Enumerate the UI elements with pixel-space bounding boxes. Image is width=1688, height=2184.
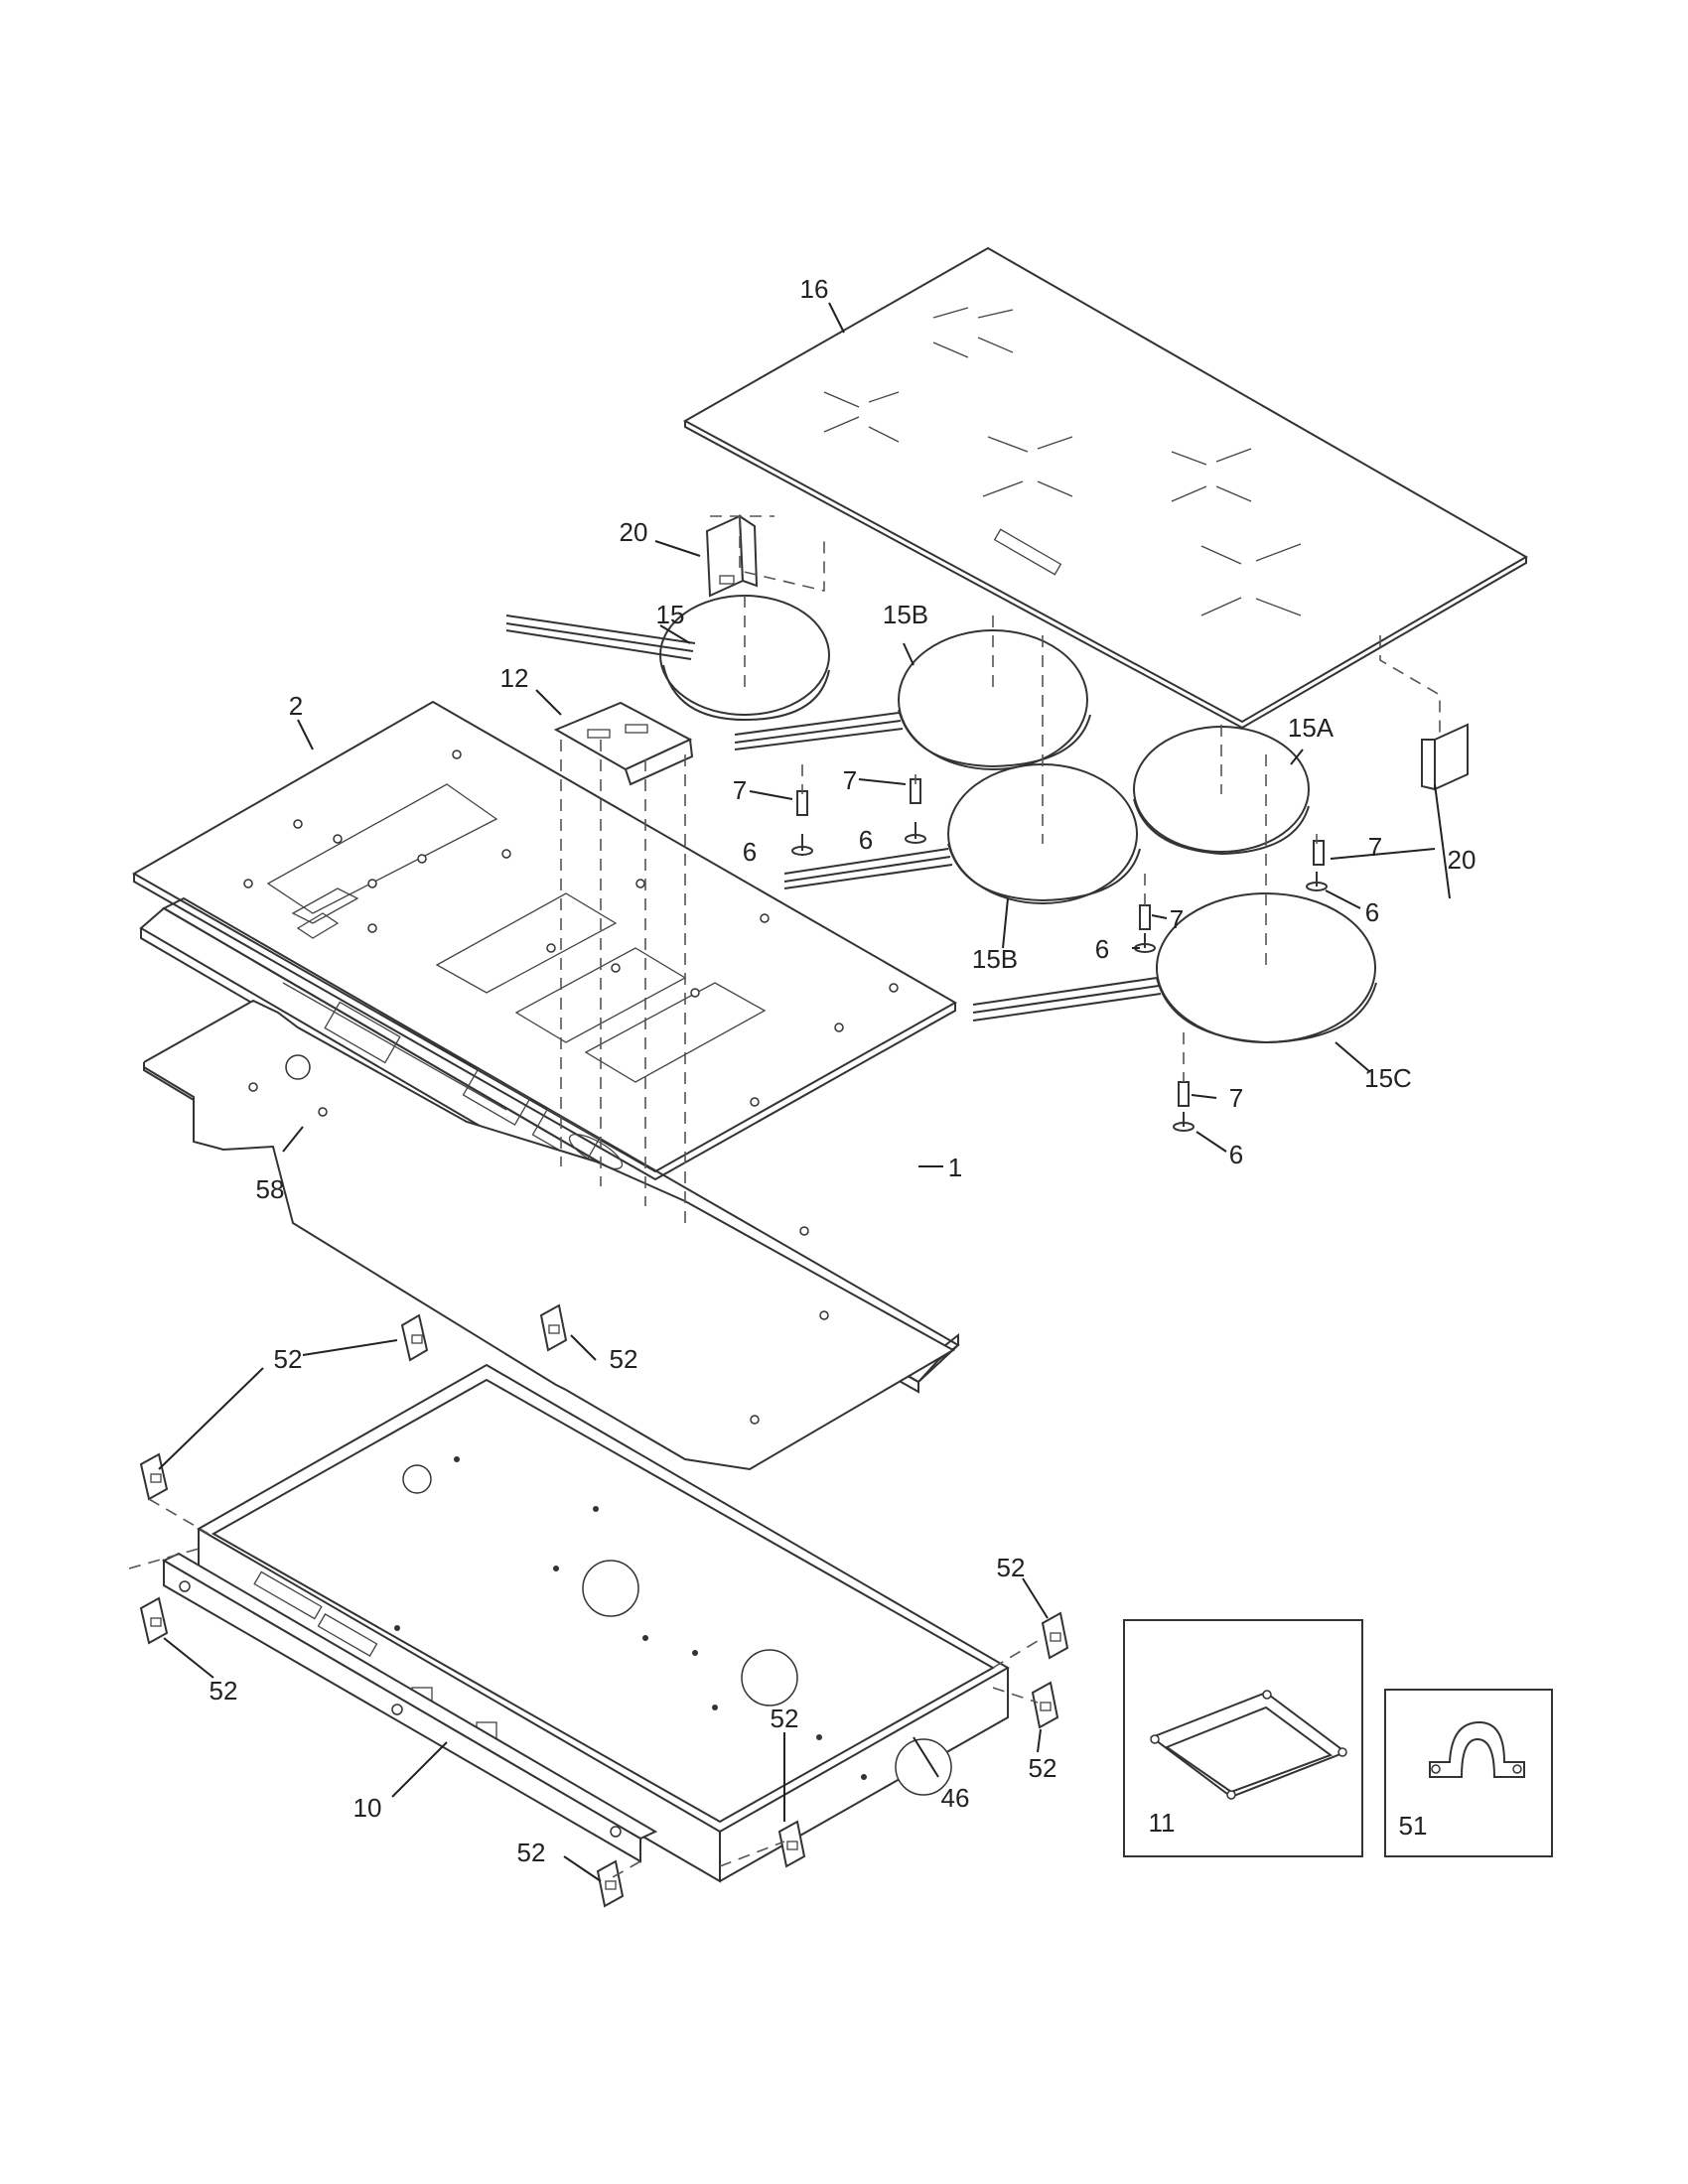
callout-46: 46 — [941, 1783, 970, 1813]
callout-52-e: 52 — [1029, 1753, 1057, 1783]
callout-15: 15 — [656, 600, 685, 629]
callout-15b-top: 15B — [883, 600, 928, 629]
clip-part[interactable] — [139, 1596, 169, 1645]
bottom-insulation-part[interactable] — [143, 999, 956, 1471]
callout-7c: 7 — [1368, 832, 1382, 862]
clips-52 — [139, 1303, 1069, 1908]
inset-part-11[interactable] — [1123, 1619, 1363, 1857]
screw-part[interactable] — [905, 822, 926, 844]
callout-6a: 6 — [743, 837, 757, 867]
callout-7e: 7 — [1229, 1083, 1243, 1113]
spring-part[interactable] — [1313, 840, 1325, 866]
bracket-left-part[interactable] — [705, 514, 759, 598]
callout-6c: 6 — [1365, 897, 1379, 927]
callout-6b: 6 — [859, 825, 873, 855]
callout-20-right: 20 — [1448, 845, 1477, 875]
inset-part-51[interactable] — [1384, 1689, 1553, 1857]
callout-11: 11 — [1149, 1808, 1176, 1838]
assembly-guide-lines — [128, 515, 1441, 1882]
callout-52-d: 52 — [210, 1676, 238, 1706]
clip-part[interactable] — [1041, 1611, 1069, 1660]
clip-part[interactable] — [777, 1820, 806, 1868]
clip-part[interactable] — [1031, 1681, 1059, 1729]
spring-part[interactable] — [796, 790, 808, 816]
bracket-right-part[interactable] — [1421, 723, 1469, 791]
callout-7d: 7 — [1170, 904, 1184, 934]
induction-coil-15b-bottom-part[interactable] — [783, 763, 1141, 904]
callout-15b-bottom: 15B — [972, 944, 1018, 974]
callout-51: 51 — [1399, 1811, 1428, 1841]
clip-part[interactable] — [596, 1859, 625, 1908]
callout-10: 10 — [353, 1793, 382, 1823]
callout-6d: 6 — [1095, 934, 1109, 964]
bracket-12-part[interactable] — [553, 701, 694, 786]
springs-and-screws — [791, 778, 1328, 1132]
screw-part[interactable] — [1134, 933, 1156, 953]
spring-part[interactable] — [1178, 1081, 1190, 1107]
callout-16: 16 — [800, 274, 829, 304]
callout-52-a: 52 — [274, 1344, 303, 1374]
callout-labels: 16 20 15 15B 2 12 15A 7 7 6 6 7 20 6 7 6… — [210, 274, 1477, 1867]
callout-52-f: 52 — [771, 1704, 799, 1733]
callout-15c: 15C — [1364, 1063, 1412, 1093]
callout-58: 58 — [256, 1174, 285, 1204]
screw-part[interactable] — [791, 834, 813, 856]
burner-marks — [823, 307, 1302, 616]
callout-2: 2 — [289, 691, 303, 721]
induction-coil-15c-part[interactable] — [972, 892, 1377, 1044]
screw-part[interactable] — [1173, 1112, 1195, 1132]
callout-7b: 7 — [843, 765, 857, 795]
leader-lines — [158, 302, 1451, 1882]
spring-part[interactable] — [1139, 904, 1151, 930]
clip-part[interactable] — [400, 1313, 429, 1362]
callout-52-g: 52 — [517, 1838, 546, 1867]
chassis-box-part[interactable] — [196, 1363, 1011, 1883]
callout-52-b: 52 — [610, 1344, 638, 1374]
callout-7a: 7 — [733, 775, 747, 805]
induction-coil-15b-top-part[interactable] — [734, 629, 1091, 770]
screw-part[interactable] — [1306, 872, 1328, 891]
top-insulation-part[interactable] — [131, 700, 958, 1181]
callout-20-left: 20 — [620, 517, 648, 547]
callout-1: 1 — [948, 1153, 962, 1182]
callout-6e: 6 — [1229, 1140, 1243, 1169]
clip-part[interactable] — [139, 1452, 169, 1501]
callout-12: 12 — [500, 663, 529, 693]
callout-52-c: 52 — [997, 1553, 1026, 1582]
insulation-holes — [243, 750, 899, 1107]
clip-part[interactable] — [539, 1303, 568, 1352]
callout-15a: 15A — [1288, 713, 1335, 743]
